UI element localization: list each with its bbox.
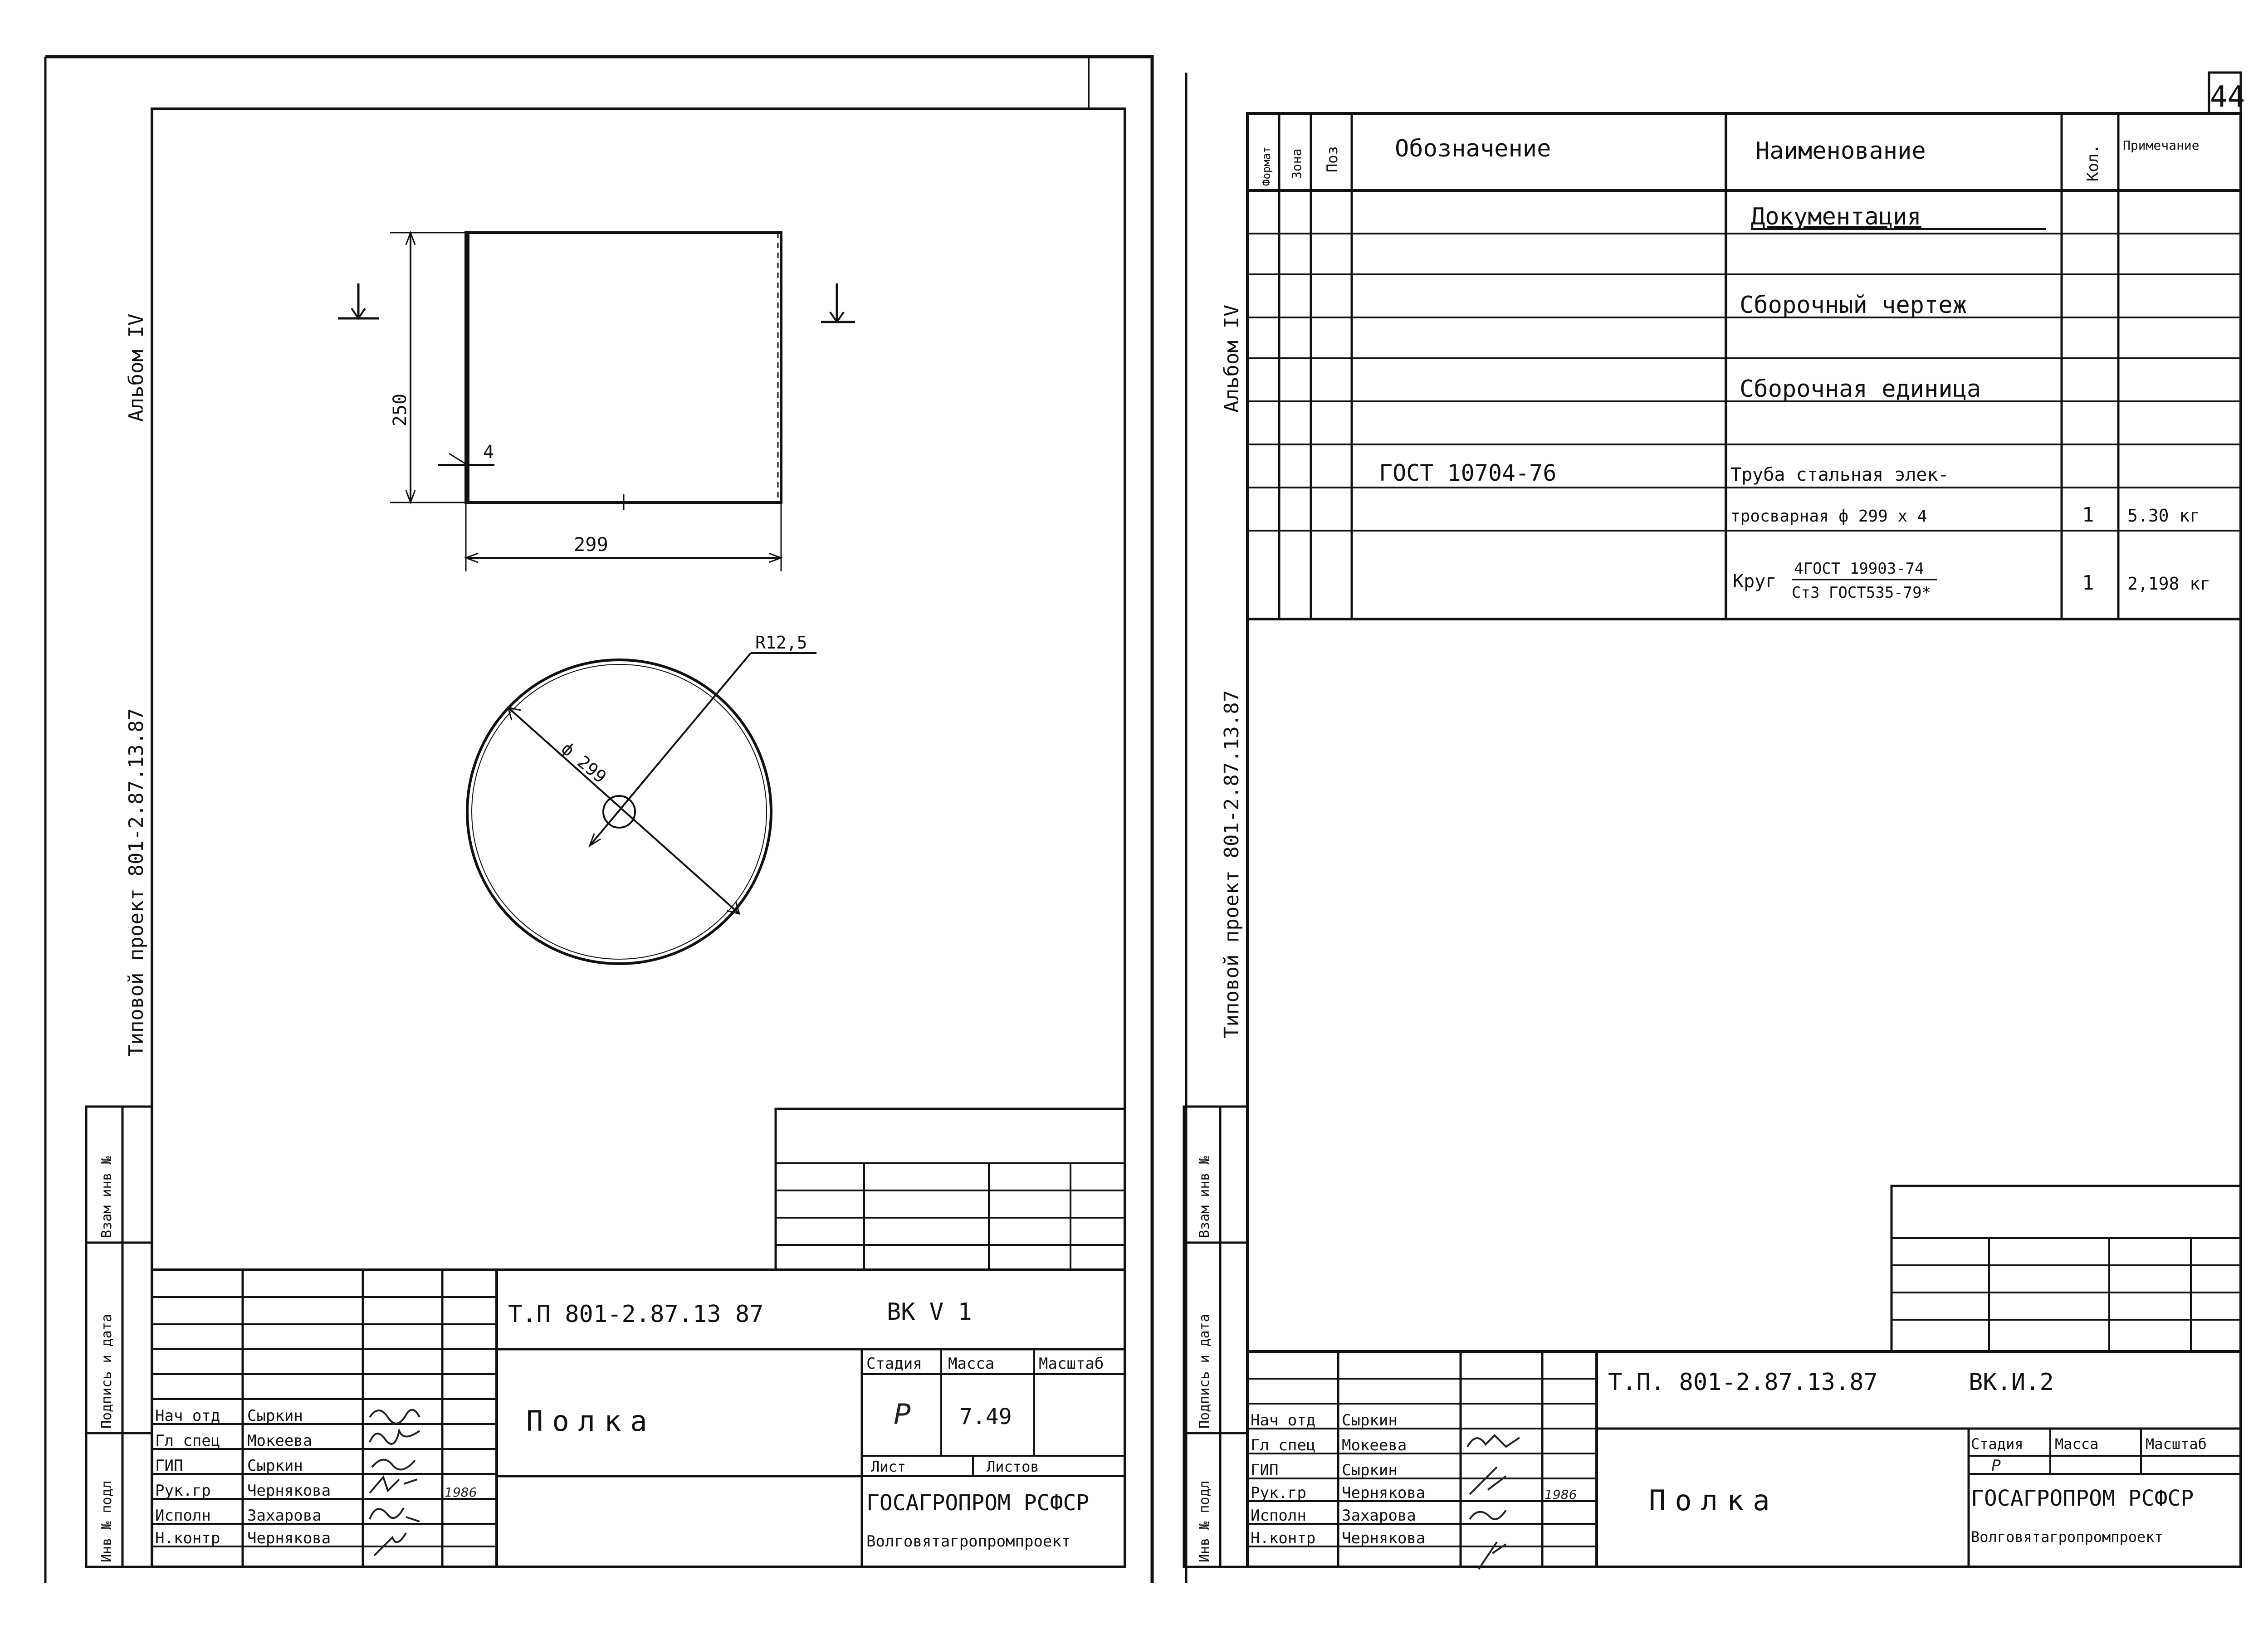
side-label-replace: Взам инв № <box>99 1156 115 1238</box>
name-right-4: Захарова <box>1342 1507 1416 1525</box>
row-round-mass: 2,198 кг <box>2127 574 2210 594</box>
name-3: Чернякова <box>247 1482 331 1500</box>
stage-value: Р <box>894 1398 911 1431</box>
role-5: Н.контр <box>155 1529 220 1547</box>
mass-label: Масса <box>948 1355 994 1373</box>
project-label: Типовой проект 801-2.87.13.87 <box>125 708 148 1057</box>
change-table-right <box>1890 1185 2241 1351</box>
role-1: Гл спец <box>155 1432 220 1450</box>
header-qty: Кол. <box>2084 144 2102 181</box>
sheet-code: ВК V 1 <box>887 1298 972 1326</box>
header-format: Формат <box>1260 146 1273 186</box>
sheets-label: Листов <box>987 1458 1039 1475</box>
name-4: Захарова <box>247 1507 322 1525</box>
side-label-signature-right: Подпись и дата <box>1197 1314 1212 1429</box>
name-1: Мокеева <box>247 1432 312 1450</box>
row-pipe-mass: 5.30 кг <box>2127 506 2200 526</box>
side-label-replace-right: Взам инв № <box>1197 1156 1212 1238</box>
row-pipe-qty: 1 <box>2082 503 2094 527</box>
dim-thickness-label: 4 <box>483 442 494 463</box>
header-pos: Поз <box>1324 146 1341 172</box>
side-label-inventory-right: Инв № подл <box>1197 1480 1212 1562</box>
doc-code: Т.П 801-2.87.13 87 <box>508 1301 764 1328</box>
row-assembly-unit: Сборочная единица <box>1740 376 1981 403</box>
sign-date: 1986 <box>445 1485 477 1500</box>
dim-height-label: 250 <box>390 394 411 426</box>
role-right-3: Рук.гр <box>1251 1484 1306 1502</box>
left-sheet: Альбом IV Типовой проект 801-2.87.13.87 … <box>44 55 1154 1583</box>
row-designation: ГОСТ 10704-76 <box>1379 460 1556 486</box>
org-name-right: ГОСАГРОПРОМ РСФСР <box>1971 1486 2194 1511</box>
project-label-right: Типовой проект 801-2.87.13.87 <box>1220 690 1243 1039</box>
right-title-block: Т.П. 801-2.87.13.87 ВК.И.2 Полка Стадия … <box>1247 1350 2241 1570</box>
signature-scribbles <box>369 1409 420 1556</box>
role-right-4: Исполн <box>1251 1507 1306 1525</box>
name-right-5: Чернякова <box>1342 1529 1425 1547</box>
dim-radius-label: R12,5 <box>755 633 807 653</box>
circle-view: ф 299 R12,5 <box>466 633 816 965</box>
row-pipe-1: Труба стальная элек- <box>1730 464 1949 485</box>
header-name: Наименование <box>1755 137 1926 165</box>
role-2: ГИП <box>155 1457 183 1475</box>
sheet-code-right: ВК.И.2 <box>1969 1369 2054 1396</box>
page-number: 44 <box>2210 80 2245 114</box>
name-5: Чернякова <box>247 1529 331 1547</box>
org-name: ГОСАГРОПРОМ РСФСР <box>866 1490 1089 1516</box>
album-label: Альбом IV <box>125 314 148 422</box>
stage-label-right: Стадия <box>1971 1435 2024 1453</box>
row-round: Круг <box>1733 571 1776 592</box>
fraction-top: 4ГОСТ 19903-74 <box>1794 560 1924 578</box>
stage-label: Стадия <box>866 1355 922 1373</box>
stage-value-right: Р <box>1991 1457 2001 1475</box>
sign-date-right: 1986 <box>1545 1487 1577 1502</box>
right-sheet: 44 Взам инв № Подпись и дата Инв № подл … <box>1183 71 2245 1583</box>
scale-label-right: Масштаб <box>2146 1435 2207 1453</box>
name-right-3: Чернякова <box>1342 1484 1425 1502</box>
part-name: Полка <box>526 1405 656 1438</box>
row-pipe-2: тросварная ф 299 х 4 <box>1730 507 1927 526</box>
role-4: Исполн <box>155 1507 211 1525</box>
spec-table: Формат Зона Поз Обозначение Наименование… <box>1246 112 2242 620</box>
role-right-0: Нач отд <box>1251 1411 1315 1429</box>
change-table <box>774 1107 1126 1271</box>
plate-view: 250 4 299 <box>338 230 855 571</box>
dim-diameter-label: ф 299 <box>557 738 610 787</box>
header-note: Примечание <box>2123 138 2200 153</box>
side-label-signature: Подпись и дата <box>99 1314 115 1429</box>
mass-label-right: Масса <box>2055 1435 2098 1453</box>
doc-code-right: Т.П. 801-2.87.13.87 <box>1608 1369 1878 1396</box>
role-right-1: Гл спец <box>1251 1436 1315 1454</box>
role-right-5: Н.контр <box>1251 1529 1315 1547</box>
fraction-bottom: Ст3 ГОСТ535-79* <box>1792 584 1931 602</box>
header-zone: Зона <box>1289 149 1304 179</box>
mass-value: 7.49 <box>959 1404 1012 1429</box>
album-label-right: Альбом IV <box>1220 305 1243 413</box>
row-assembly-drawing: Сборочный чертеж <box>1740 292 1967 319</box>
header-designation: Обозначение <box>1395 135 1551 162</box>
left-title-block: Т.П 801-2.87.13 87 ВК V 1 Полка Стадия М… <box>152 1268 1125 1567</box>
name-right-1: Мокеева <box>1342 1436 1407 1454</box>
name-right-0: Сыркин <box>1342 1411 1398 1429</box>
scale-label: Масштаб <box>1039 1355 1104 1373</box>
dim-width-label: 299 <box>574 533 608 556</box>
signature-scribbles-right <box>1466 1434 1520 1570</box>
name-2: Сыркин <box>247 1457 303 1475</box>
part-name-right: Полка <box>1649 1484 1779 1517</box>
name-right-2: Сыркин <box>1342 1461 1398 1479</box>
name-0: Сыркин <box>247 1407 303 1425</box>
role-3: Рук.гр <box>155 1482 211 1500</box>
side-label-inventory: Инв № подл <box>99 1480 115 1562</box>
row-documentation: Документация <box>1751 203 1921 230</box>
org-institute: Волговятагропромпроект <box>866 1532 1070 1551</box>
row-round-qty: 1 <box>2082 571 2094 595</box>
sheet-label: Лист <box>871 1458 906 1475</box>
role-0: Нач отд <box>155 1407 220 1425</box>
org-institute-right: Волговятагропромпроект <box>1971 1528 2163 1546</box>
role-right-2: ГИП <box>1251 1461 1278 1479</box>
